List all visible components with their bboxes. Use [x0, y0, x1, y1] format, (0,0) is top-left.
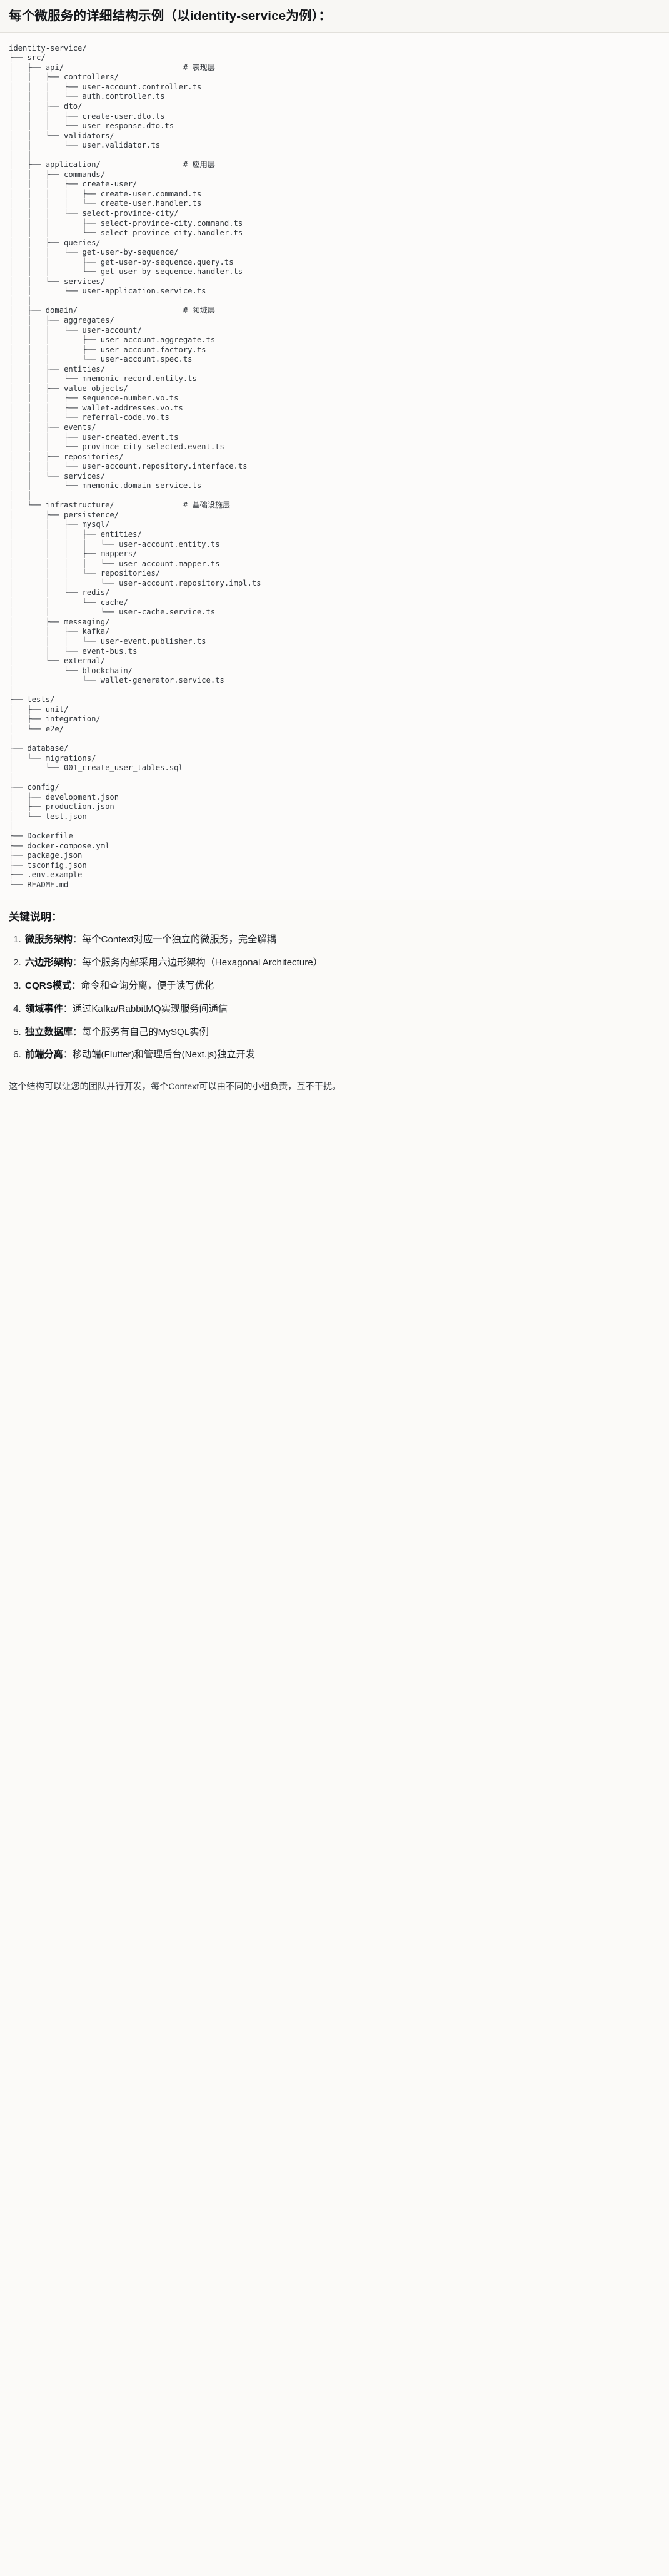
key-point-desc: 通过Kafka/RabbitMQ实现服务间通信	[72, 1003, 228, 1014]
list-item: 微服务架构：每个Context对应一个独立的微服务，完全解耦	[24, 933, 660, 947]
list-item: 六边形架构：每个服务内部采用六边形架构（Hexagonal Architectu…	[24, 956, 660, 970]
list-item: 领域事件：通过Kafka/RabbitMQ实现服务间通信	[24, 1002, 660, 1017]
directory-tree: identity-service/ ├── src/ │ ├── api/ # …	[9, 43, 261, 889]
key-point-term: 独立数据库	[25, 1026, 73, 1037]
key-points-section: 关键说明： 微服务架构：每个Context对应一个独立的微服务，完全解耦 六边形…	[0, 900, 669, 1077]
key-points-list: 微服务架构：每个Context对应一个独立的微服务，完全解耦 六边形架构：每个服…	[9, 933, 660, 1062]
key-point-separator: ：	[72, 1026, 83, 1037]
key-point-separator: ：	[71, 980, 81, 991]
directory-tree-block: identity-service/ ├── src/ │ ├── api/ # …	[0, 32, 669, 901]
closing-paragraph: 这个结构可以让您的团队并行开发，每个Context可以由不同的小组负责，互不干扰…	[0, 1076, 669, 1108]
list-item: CQRS模式：命令和查询分离，便于读写优化	[24, 979, 660, 994]
key-point-desc: 移动端(Flutter)和管理后台(Next.js)独立开发	[72, 1049, 255, 1061]
key-point-term: 前端分离	[25, 1049, 63, 1061]
document-page: 每个微服务的详细结构示例（以identity-service为例）： ident…	[0, 0, 669, 1108]
key-point-separator: ：	[63, 1049, 73, 1061]
page-title: 每个微服务的详细结构示例（以identity-service为例）：	[0, 0, 669, 33]
key-point-desc: 命令和查询分离，便于读写优化	[81, 980, 214, 991]
key-point-term: 六边形架构	[25, 957, 73, 969]
list-item: 独立数据库：每个服务有自己的MySQL实例	[24, 1026, 660, 1040]
key-point-separator: ：	[63, 1003, 73, 1014]
key-point-term: 领域事件	[25, 1003, 63, 1014]
key-point-desc: 每个服务内部采用六边形架构（Hexagonal Architecture）	[82, 957, 323, 969]
key-point-term: 微服务架构	[25, 934, 73, 945]
key-point-desc: 每个服务有自己的MySQL实例	[82, 1026, 209, 1037]
key-point-term: CQRS模式	[25, 980, 72, 991]
list-item: 前端分离：移动端(Flutter)和管理后台(Next.js)独立开发	[24, 1048, 660, 1062]
key-point-separator: ：	[72, 934, 83, 945]
key-point-separator: ：	[72, 957, 83, 969]
key-points-heading: 关键说明：	[9, 911, 62, 924]
key-point-desc: 每个Context对应一个独立的微服务，完全解耦	[82, 934, 276, 945]
